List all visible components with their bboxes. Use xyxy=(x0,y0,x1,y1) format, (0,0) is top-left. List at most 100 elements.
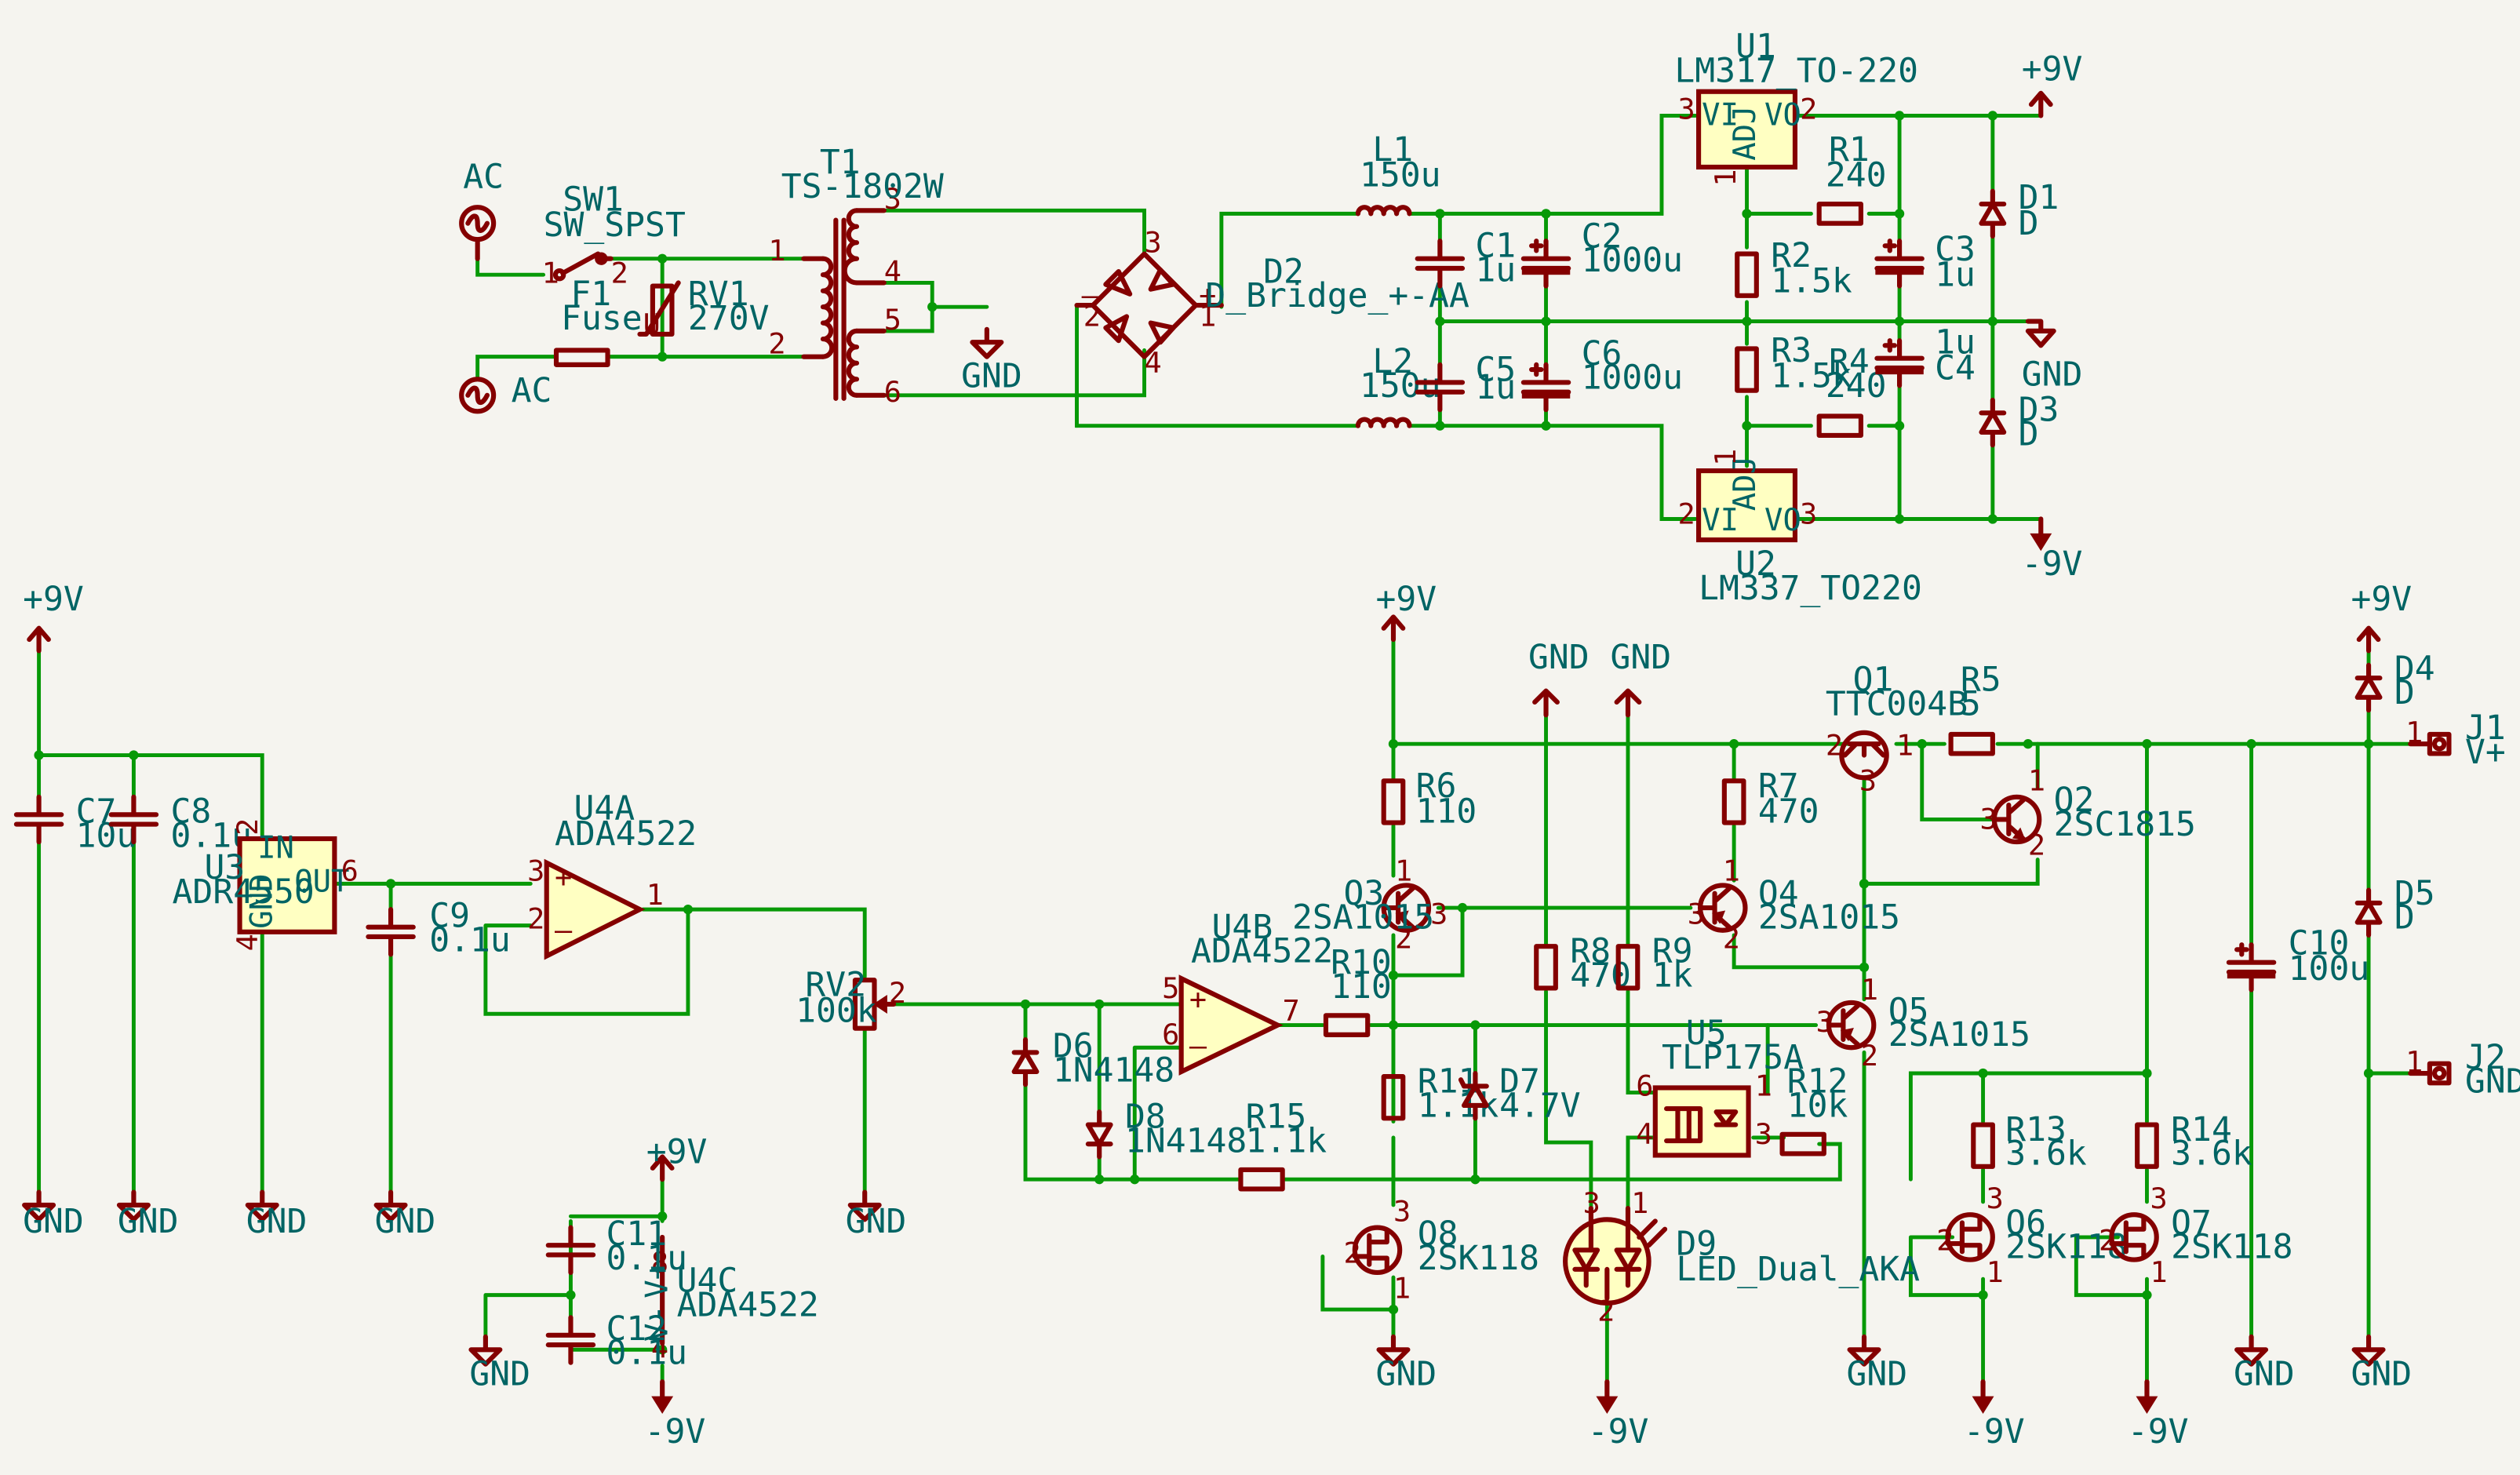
svg-text:2: 2 xyxy=(231,818,264,836)
svg-text:ADJ: ADJ xyxy=(1728,456,1763,511)
ref-label: R5 xyxy=(1961,661,2001,700)
ref-label: D3 xyxy=(2019,391,2059,430)
value-label: 270V xyxy=(688,299,770,338)
svg-text:7: 7 xyxy=(1283,993,1300,1027)
value-label: 110 xyxy=(1416,792,1477,832)
ref-label: D2 xyxy=(1263,252,1304,291)
svg-text:OUT: OUT xyxy=(294,865,349,900)
resistor-r2: R21.5k xyxy=(1737,236,1852,301)
svg-text:2: 2 xyxy=(1723,921,1740,955)
svg-text:VO: VO xyxy=(1764,98,1801,133)
net-label: AC xyxy=(512,371,552,410)
value-label: 1k xyxy=(1652,956,1693,995)
net-label: GND xyxy=(118,1202,179,1241)
svg-text:3: 3 xyxy=(527,854,544,887)
ac-source-2: AC xyxy=(461,371,552,411)
svg-text:2: 2 xyxy=(1861,1039,1878,1073)
net-label: -9V xyxy=(2022,544,2083,584)
value-label: 2SK118 xyxy=(1418,1239,1539,1278)
value-label: TTC004B xyxy=(1826,684,1968,723)
svg-text:3: 3 xyxy=(1755,1117,1772,1151)
svg-text:1: 1 xyxy=(2405,716,2423,749)
value-label: 100k xyxy=(796,991,877,1030)
value-label: 1u xyxy=(1475,250,1516,290)
ref-label: D7 xyxy=(1499,1062,1540,1102)
net-label: GND xyxy=(1375,1354,1437,1393)
ref-label: RV2 xyxy=(805,966,866,1005)
svg-text:1: 1 xyxy=(2028,764,2045,798)
inductor-l2: L2 150u xyxy=(1358,342,1441,426)
svg-text:6: 6 xyxy=(884,375,901,409)
ref-label: U4B xyxy=(1212,908,1273,947)
value-label: 0.1u xyxy=(606,1239,687,1278)
net-label: -9V xyxy=(2128,1412,2189,1451)
svg-text:ADJ: ADJ xyxy=(1728,106,1763,161)
svg-text:1: 1 xyxy=(646,878,664,912)
svg-text:1: 1 xyxy=(2405,1045,2423,1079)
svg-text:5: 5 xyxy=(1162,971,1179,1005)
diode-d4: D4D xyxy=(2358,649,2435,712)
wires xyxy=(37,113,2413,1404)
value-label: GND xyxy=(2465,1062,2520,1102)
transistor-q3: 123 Q3 2SA1015 xyxy=(1292,854,1448,955)
svg-text:2: 2 xyxy=(1395,921,1412,955)
svg-text:5: 5 xyxy=(884,303,901,337)
ref-label: C6 xyxy=(1582,334,1622,373)
ref-label: R9 xyxy=(1652,932,1693,971)
svg-text:3: 3 xyxy=(1816,1005,1834,1039)
resistor-r3: R31.5k xyxy=(1737,331,1852,396)
svg-text:VI: VI xyxy=(1702,503,1739,538)
ref-label: U4A xyxy=(574,788,635,828)
ac-source-1: AC xyxy=(461,158,504,261)
value-label: 3.6k xyxy=(2005,1134,2087,1174)
svg-text:1: 1 xyxy=(1631,1186,1648,1220)
net-label: GND xyxy=(469,1354,530,1393)
value-label: 4.7V xyxy=(1499,1086,1581,1125)
svg-text:2: 2 xyxy=(1343,1236,1360,1270)
connector-j1: 1 J1 V+ xyxy=(2405,708,2506,772)
svg-text:2: 2 xyxy=(1826,729,1843,763)
power-symbols: +9V -9V GND GND +9V GND GND GND GND GND … xyxy=(23,49,2412,1451)
ref-label: R1 xyxy=(1829,130,1870,169)
svg-text:2: 2 xyxy=(1936,1223,1954,1257)
svg-text:IN: IN xyxy=(257,831,294,866)
value-label: 2SC1815 xyxy=(2054,805,2196,844)
ref-label: R10 xyxy=(1331,943,1392,982)
value-label: ADA4522 xyxy=(677,1285,819,1324)
ground-up-icon xyxy=(1532,688,1560,718)
svg-text:3: 3 xyxy=(1979,803,1997,836)
ref-label: U1 xyxy=(1735,27,1776,67)
ref-label: J1 xyxy=(2465,708,2506,748)
minus9v-arrow-icon xyxy=(2139,1382,2154,1411)
ref-label: Q7 xyxy=(2171,1204,2212,1243)
ref-label: D9 xyxy=(1676,1224,1717,1263)
ref-label: Q4 xyxy=(1758,874,1799,913)
net-label: +9V xyxy=(2351,580,2413,619)
zener-d7: D74.7V xyxy=(1458,1062,1581,1125)
net-label: GND xyxy=(1528,638,1590,677)
ref-label: C3 xyxy=(1935,230,1976,269)
svg-text:U: U xyxy=(643,308,661,341)
net-label: GND xyxy=(2351,1354,2413,1393)
ref-label: R6 xyxy=(1416,767,1457,806)
value-label: 1000u xyxy=(1582,241,1683,280)
value-label: 3.6k xyxy=(2171,1134,2252,1174)
net-label: GND xyxy=(961,357,1022,396)
svg-text:2: 2 xyxy=(1597,1294,1615,1328)
varistor-rv1: U RV1 270V xyxy=(637,275,770,341)
value-label: 0.1u xyxy=(606,1334,687,1373)
diode-d5: D5D xyxy=(2358,874,2435,938)
value-label: 10k xyxy=(1787,1086,1848,1125)
net-label: GND xyxy=(2234,1354,2295,1393)
opamp-u4c: 84 V+ V- U4C ADA4522 xyxy=(639,1234,819,1365)
